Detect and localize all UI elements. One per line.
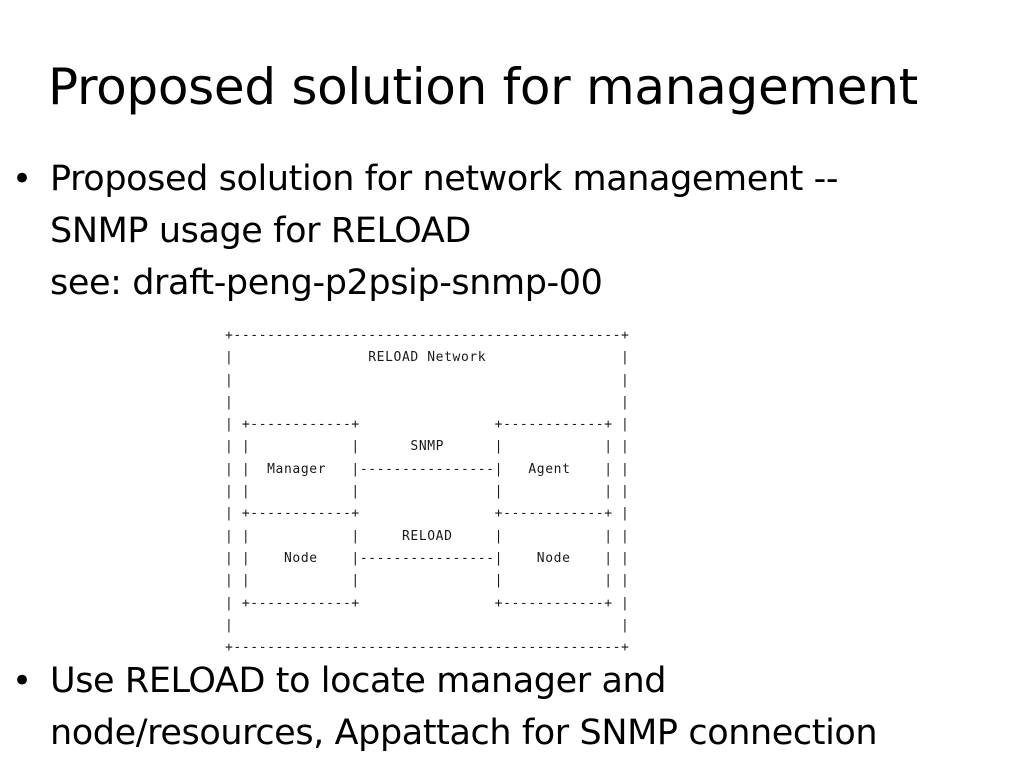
- bullet-line: SNMP usage for RELOAD: [50, 211, 471, 251]
- diagram-line: | +------------+ +------------+ |: [225, 595, 630, 611]
- diagram-line: | | Manager |----------------| Agent | |: [225, 461, 630, 477]
- bullet-line: see: draft-peng-p2psip-snmp-00: [50, 263, 603, 303]
- diagram-line: | | | RELOAD | | |: [225, 528, 630, 544]
- bullet-marker: •: [12, 159, 33, 199]
- bullet-line: Proposed solution for network management…: [50, 159, 839, 199]
- diagram-line: | |: [225, 394, 630, 410]
- diagram-line: | | | | | |: [225, 573, 630, 589]
- diagram-line: | RELOAD Network |: [225, 350, 630, 366]
- diagram-line: | | Node |----------------| Node | |: [225, 550, 630, 566]
- diagram-line: +---------------------------------------…: [225, 328, 630, 343]
- slide-title: Proposed solution for management: [48, 58, 918, 116]
- bullet-marker: •: [12, 661, 33, 701]
- bullet-line: Use RELOAD to locate manager and: [50, 661, 667, 701]
- diagram-line: +---------------------------------------…: [225, 640, 630, 656]
- bullet-text: Proposed solution for network management…: [50, 153, 839, 309]
- diagram-line: | |: [225, 372, 630, 388]
- diagram-line: | | | | | |: [225, 484, 630, 500]
- bullet-text: Use RELOAD to locate manager and node/re…: [50, 655, 878, 759]
- diagram-line: | | | SNMP | | |: [225, 439, 630, 455]
- bullet-line: node/resources, Appattach for SNMP conne…: [50, 713, 878, 753]
- diagram-line: | |: [225, 617, 630, 633]
- diagram-line: | +------------+ +------------+ |: [225, 417, 630, 433]
- ascii-diagram: +---------------------------------------…: [225, 325, 629, 659]
- diagram-line: | +------------+ +------------+ |: [225, 506, 630, 522]
